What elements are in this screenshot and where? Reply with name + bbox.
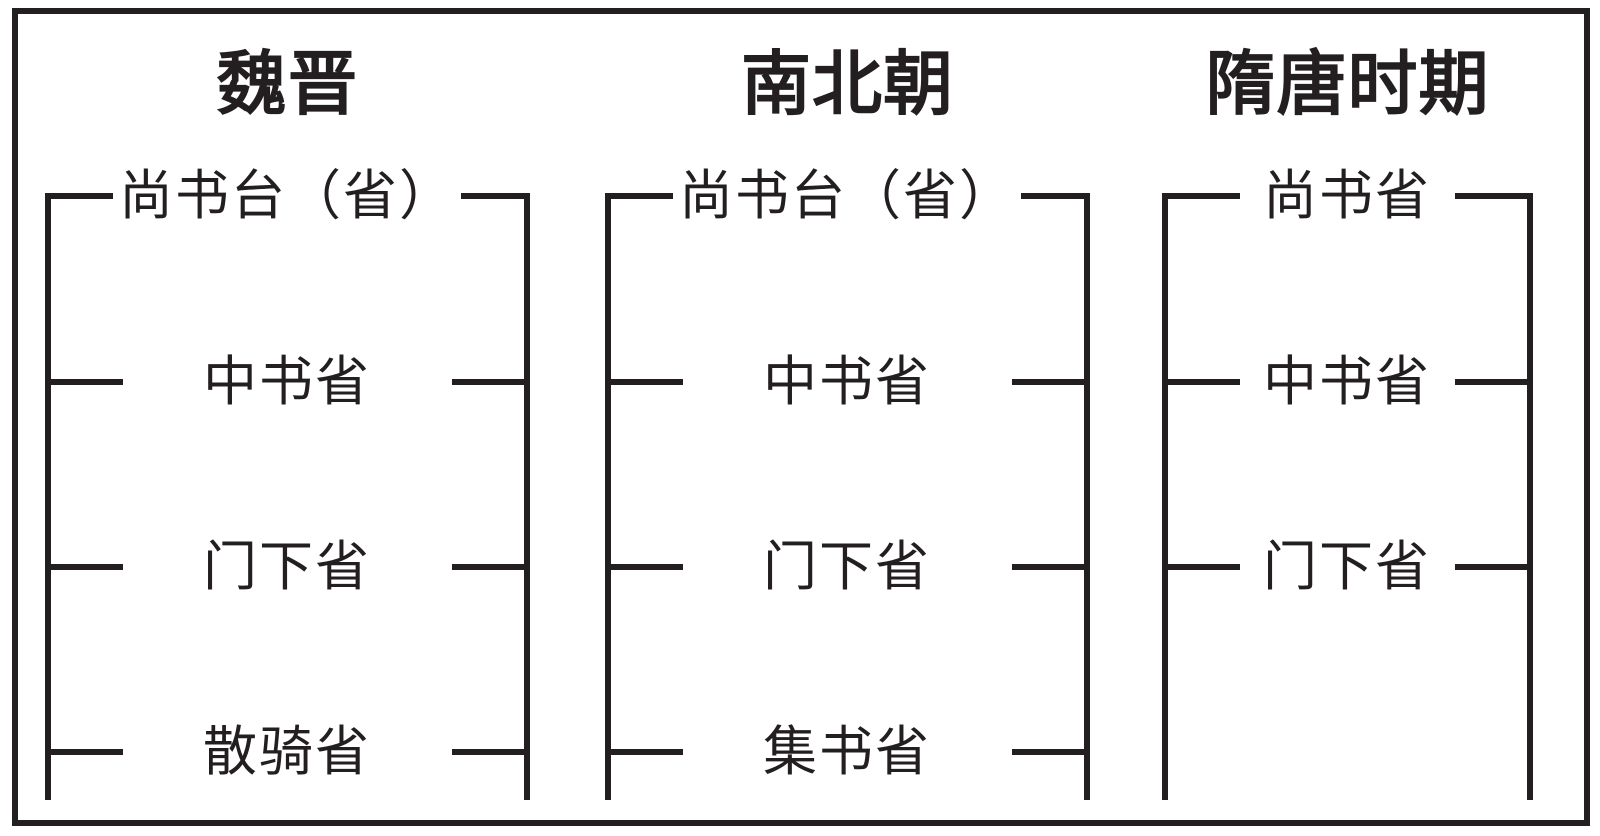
nanbeichao-row1-left-tick [605,193,683,199]
suitang-bracket-right-line [1527,193,1533,800]
weijin-row3-right-tick [452,564,530,570]
suitang-row3-right-tick [1455,564,1533,570]
nanbeichao-row2-left-tick [605,379,683,385]
period-header-suitang: 隋唐时期 [1205,45,1490,123]
weijin-row2-right-tick [452,379,530,385]
suitang-row2-right-tick [1455,379,1533,385]
nanbeichao-bracket-right-line [1084,193,1090,800]
nanbeichao-row3-left-tick [605,564,683,570]
weijin-bracket-left-line [45,193,51,800]
weijin-row1-right-tick [452,193,530,199]
nanbeichao-row2-right-tick [1012,379,1090,385]
weijin-row4-left-tick [45,749,123,755]
weijin-row3-left-tick [45,564,123,570]
nanbeichao-row1-right-tick [1012,193,1090,199]
weijin-bracket-right-line [524,193,530,800]
nanbeichao-row3-right-tick [1012,564,1090,570]
suitang-row1-left-tick [1162,193,1240,199]
nanbeichao-bracket-left-line [605,193,611,800]
weijin-row4-right-tick [452,749,530,755]
period-header-weijin: 魏晋 [216,45,359,123]
weijin-row2-left-tick [45,379,123,385]
weijin-row1-left-tick [45,193,123,199]
nanbeichao-zhongshusheng-label: 中书省 [757,350,937,414]
suitang-row3-left-tick [1162,564,1240,570]
nanbeichao-row4-right-tick [1012,749,1090,755]
suitang-zhongshusheng-label: 中书省 [1257,350,1437,414]
weijin-shangshutai-label: 尚书台（省） [113,164,461,228]
weijin-zhongshusheng-label: 中书省 [197,350,377,414]
nanbeichao-row4-left-tick [605,749,683,755]
suitang-row1-right-tick [1455,193,1533,199]
suitang-bracket-left-line [1162,193,1168,800]
suitang-shangshusheng-label: 尚书省 [1257,164,1437,228]
weijin-menxiasheng-label: 门下省 [197,535,377,599]
period-header-nanbeichao: 南北朝 [741,45,954,123]
nanbeichao-shangshutai-label: 尚书台（省） [673,164,1021,228]
diagram-border [12,8,1590,826]
suitang-menxiasheng-label: 门下省 [1257,535,1437,599]
nanbeichao-menxiasheng-label: 门下省 [757,535,937,599]
suitang-row2-left-tick [1162,379,1240,385]
nanbeichao-jishusheng-label: 集书省 [757,720,937,784]
weijin-sanqisheng-label: 散骑省 [197,720,377,784]
